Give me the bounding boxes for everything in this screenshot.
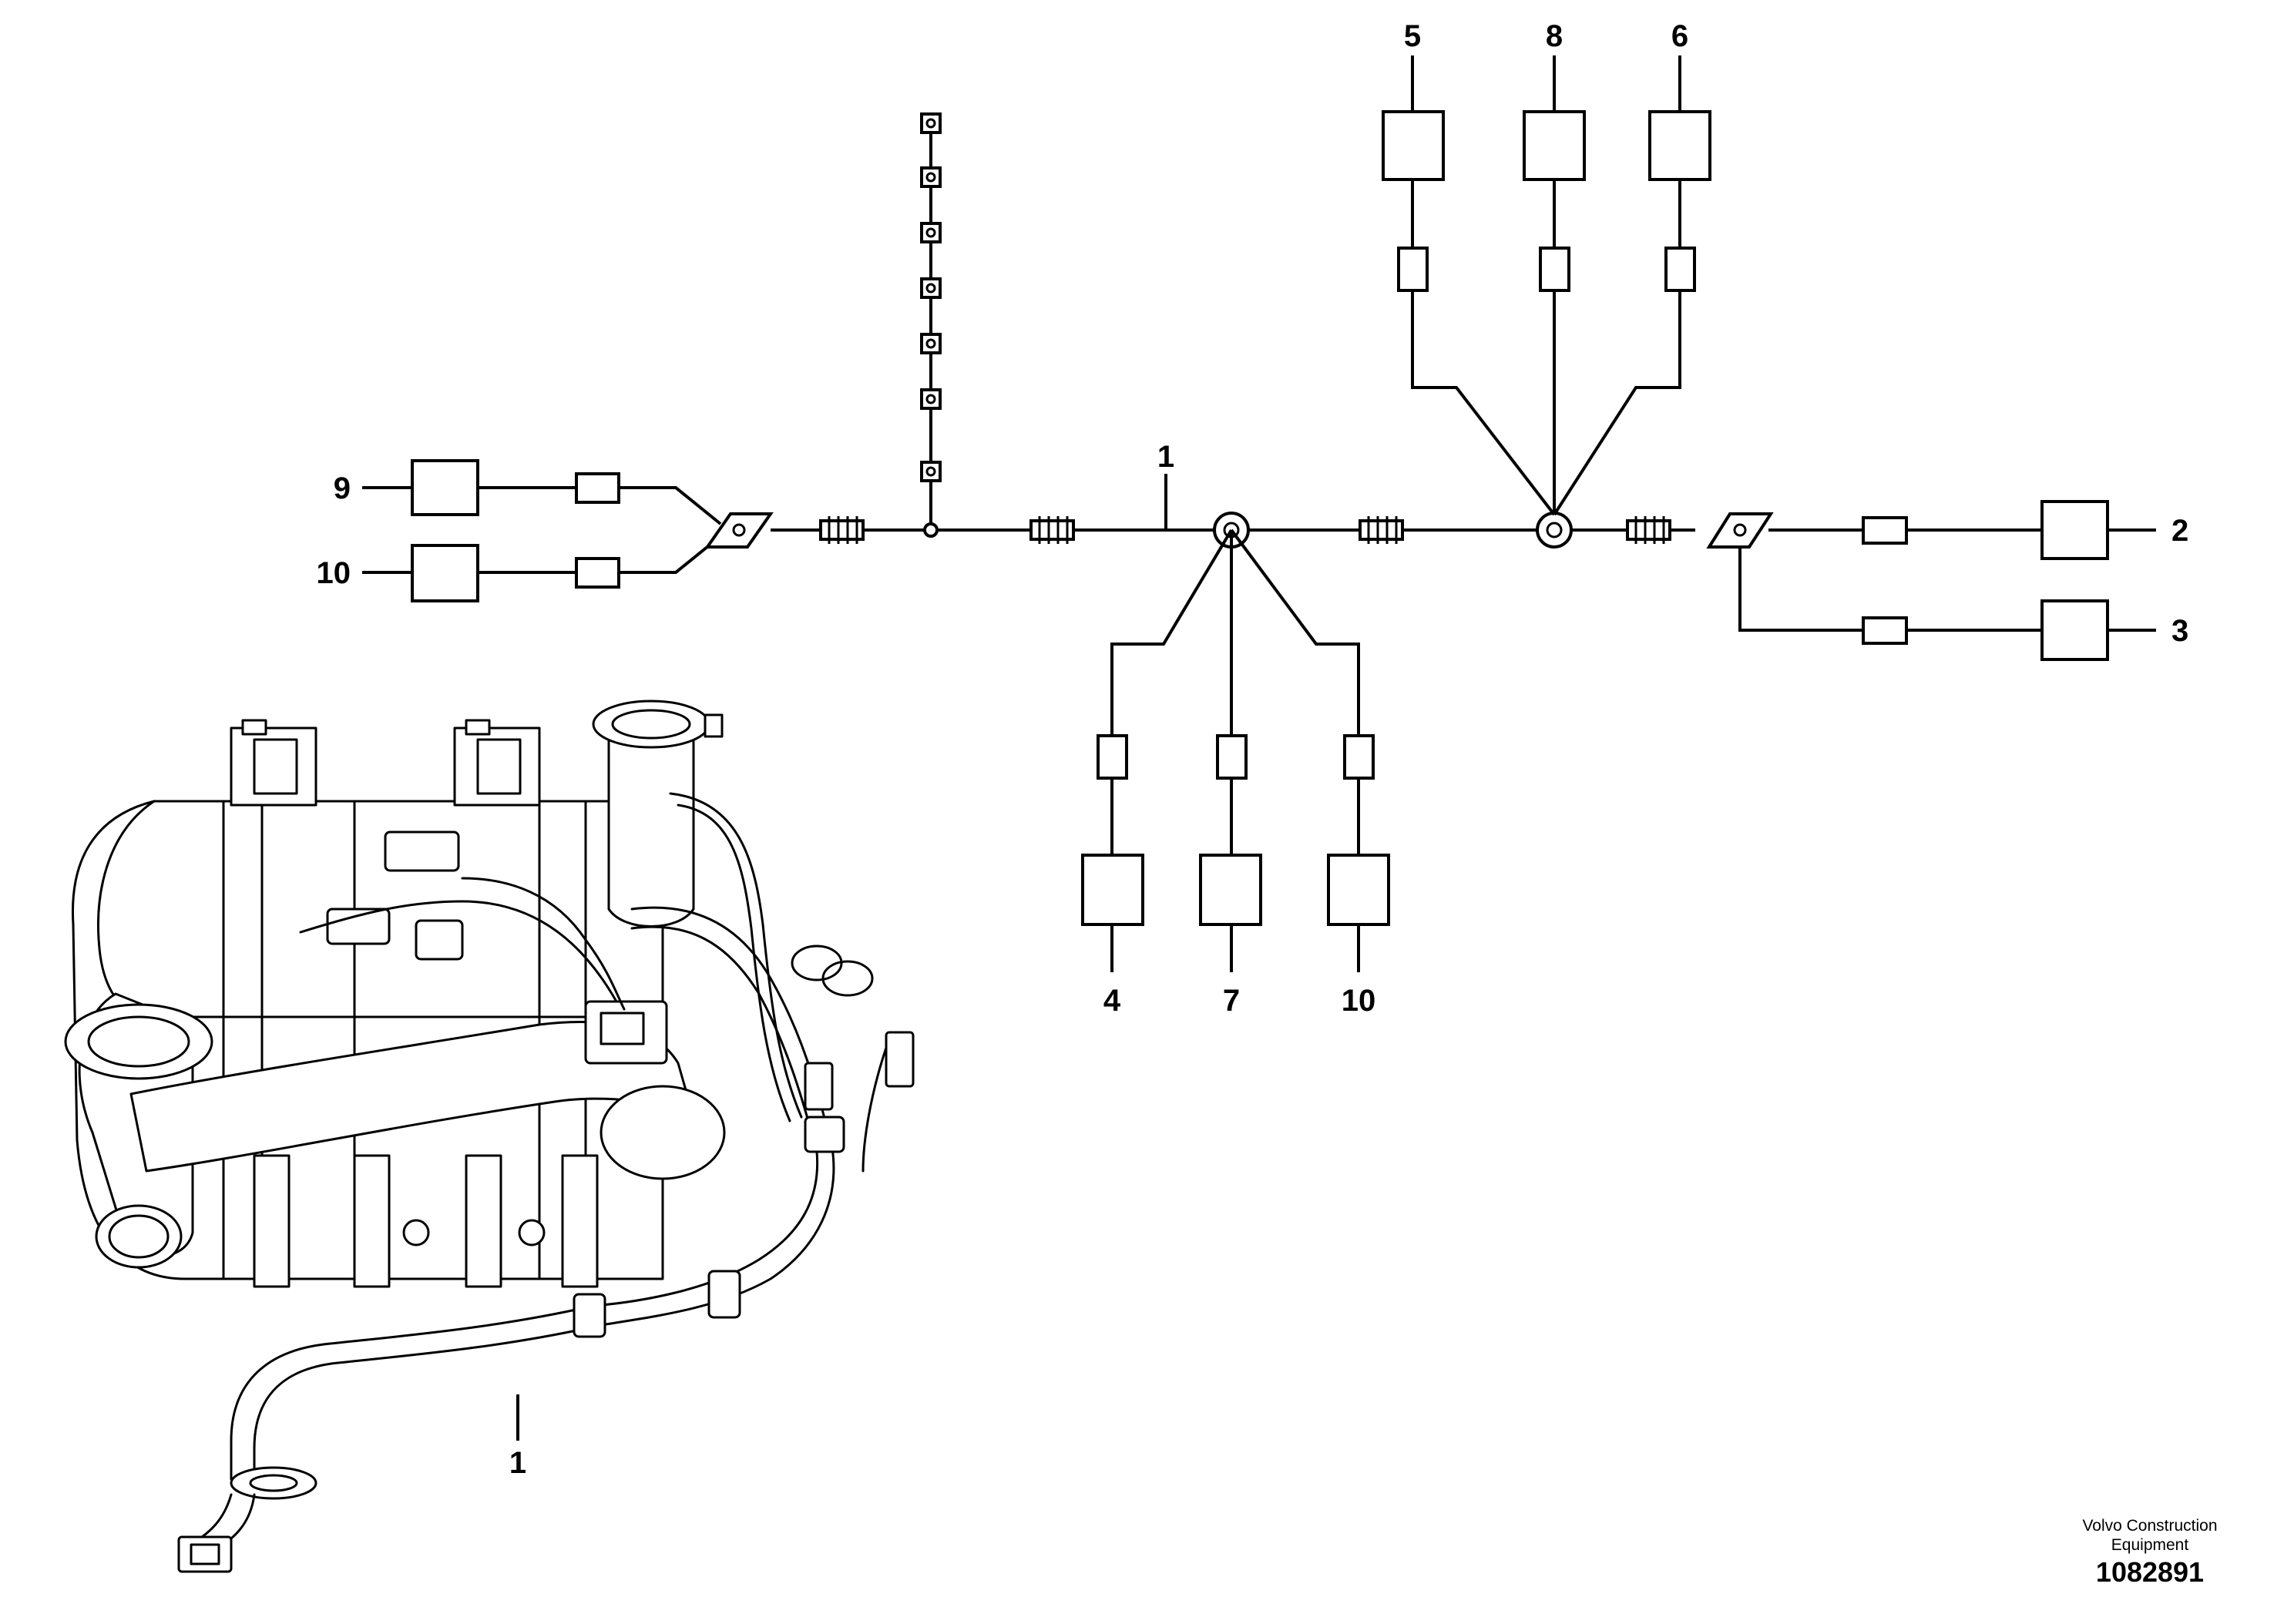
plug-6 [1664, 247, 1696, 292]
harness-clamp-1 [573, 1293, 606, 1338]
sensor-module-3 [415, 919, 464, 961]
connector-2 [2040, 500, 2109, 560]
sleeve-1 [819, 516, 865, 544]
callout-5: 5 [1404, 19, 1421, 53]
plug-4 [1097, 734, 1128, 780]
wire-9b [619, 486, 722, 525]
outlet-sensor-port [704, 713, 724, 738]
harness-schematic [362, 55, 2156, 972]
lower-brackets [253, 1154, 599, 1288]
callout-10-bottom: 10 [1342, 984, 1376, 1018]
side-connector-1 [804, 1062, 834, 1111]
harness-trunk-mid-a [600, 1146, 835, 1327]
sleeve-4 [1626, 516, 1671, 544]
wire-loop-2 [821, 960, 874, 997]
plug-8 [1539, 247, 1570, 292]
plug-10-bottom [1343, 734, 1375, 780]
connector-4 [1081, 854, 1144, 926]
splice-left [704, 512, 774, 549]
grommet-inner [249, 1474, 298, 1492]
end-connector-face [190, 1543, 220, 1565]
wire-10b [619, 535, 722, 574]
aftertreatment-assembly-drawing [64, 700, 915, 1573]
callout-9: 9 [334, 471, 351, 505]
connector-3 [2040, 599, 2109, 661]
harness-trunk-upper-b [630, 925, 818, 1153]
callout-4: 4 [1103, 984, 1121, 1018]
drawing-number: 1082891 [2095, 1556, 2205, 1588]
branch-10-wire [1230, 528, 1360, 736]
harness-wire-b [461, 877, 626, 1011]
callout-1-bottom: 1 [509, 1446, 526, 1480]
callout-3: 3 [2171, 614, 2188, 648]
connector-10-left [411, 544, 479, 602]
splice-right [1706, 512, 1774, 549]
sensor-tube-inner [677, 804, 791, 1122]
harness-clamp-3 [804, 1116, 845, 1153]
plug-3 [1862, 616, 1908, 645]
side-wire [862, 1046, 888, 1173]
inlet-flange-bore [87, 1015, 190, 1068]
branch-6-wire-b [1553, 290, 1681, 516]
junction-upper [1536, 512, 1573, 549]
dosing-unit-cap [600, 1012, 645, 1045]
connector-8 [1523, 110, 1586, 181]
grommet [230, 1466, 317, 1500]
plug-5 [1397, 247, 1429, 292]
lower-inlet-bore [108, 1214, 170, 1259]
pigtail-wire-b [195, 1493, 233, 1542]
connector-9 [411, 459, 479, 516]
branch-3-wire [1738, 547, 1863, 632]
sensor-module-1 [384, 830, 460, 872]
plug-10-left [575, 557, 620, 589]
sleeve-2 [1029, 516, 1075, 544]
callout-6: 6 [1671, 19, 1688, 53]
company-name-line2: Equipment [2111, 1536, 2189, 1554]
callout-7: 7 [1223, 984, 1240, 1018]
harness-wire-a [299, 900, 618, 1003]
callout-1-top: 1 [1157, 440, 1174, 474]
outlet-pipe [607, 723, 695, 928]
sensor-tube [669, 792, 803, 1119]
connector-6 [1648, 110, 1711, 181]
top-brackets [230, 719, 541, 807]
callout-2: 2 [2171, 514, 2188, 548]
plug-7 [1216, 734, 1248, 780]
splice-right-dot [1733, 523, 1747, 537]
plug-9 [575, 472, 620, 504]
connector-10-bottom [1327, 854, 1390, 926]
callout-10-left: 10 [317, 556, 351, 590]
sleeve-3 [1359, 516, 1404, 544]
mixer-chamber [600, 1085, 726, 1180]
branch-4-wire [1110, 528, 1233, 736]
harness-trunk-mid-b [592, 1150, 819, 1307]
callout-8: 8 [1546, 19, 1563, 53]
plug-2 [1862, 516, 1908, 545]
clip-chain [920, 112, 942, 482]
junction-upper-inner [1546, 522, 1563, 539]
side-connector-2 [885, 1031, 915, 1088]
connector-7 [1199, 854, 1262, 926]
branch-5-wire-b [1411, 290, 1556, 516]
harness-trunk-lower-a [253, 1324, 603, 1481]
callout-labels: 1 2 3 4 5 6 7 8 9 10 10 1 [317, 19, 2189, 1480]
outlet-bore [611, 709, 691, 740]
connector-5 [1382, 110, 1445, 181]
sensor-module-2 [326, 908, 391, 945]
company-name-line1: Volvo Construction [2082, 1517, 2218, 1535]
clip-chain-node [923, 522, 939, 538]
splice-left-dot [732, 523, 746, 537]
harness-clamp-2 [707, 1270, 741, 1319]
harness-trunk-lower-b [230, 1304, 595, 1481]
